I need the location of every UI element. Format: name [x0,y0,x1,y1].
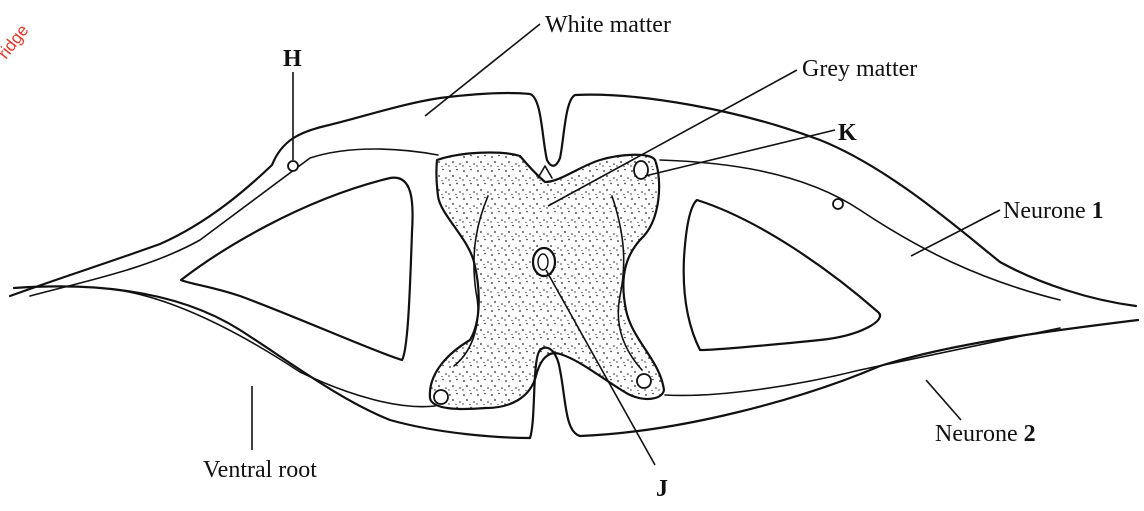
right-dorsal-column [684,200,880,350]
leader-neurone-2 [926,380,961,420]
central-canal [533,248,555,276]
white-matter-inner-left [30,149,438,296]
cell-body-white-matter [833,199,843,209]
leader-white-matter [425,24,540,116]
watermark-logo: ridge [0,21,32,62]
label-neurone-2: Neurone 2 [935,421,1036,447]
label-h: H [283,46,302,72]
grey-matter-region [430,153,664,409]
label-neurone-1-text: Neurone [1003,198,1092,224]
white-matter-inner-right [660,160,1060,300]
label-neurone-2-text: Neurone [935,421,1024,447]
left-dorsal-column [181,178,413,360]
label-neurone-2-number: 2 [1024,421,1036,447]
leader-neurone-1 [911,210,1000,256]
label-k: K [838,120,857,146]
leader-grey-matter [548,70,797,206]
label-j: J [656,476,668,502]
cell-body-ventral-left [434,390,448,404]
label-neurone-1: Neurone 1 [1003,198,1104,224]
label-white-matter: White matter [545,12,671,38]
ventral-root-inner-line [118,290,435,407]
label-ventral-root: Ventral root [203,457,317,483]
cell-body-h [288,161,298,171]
cell-body-ventral-right [637,374,651,388]
label-grey-matter: Grey matter [802,56,917,82]
label-neurone-1-number: 1 [1092,198,1104,224]
